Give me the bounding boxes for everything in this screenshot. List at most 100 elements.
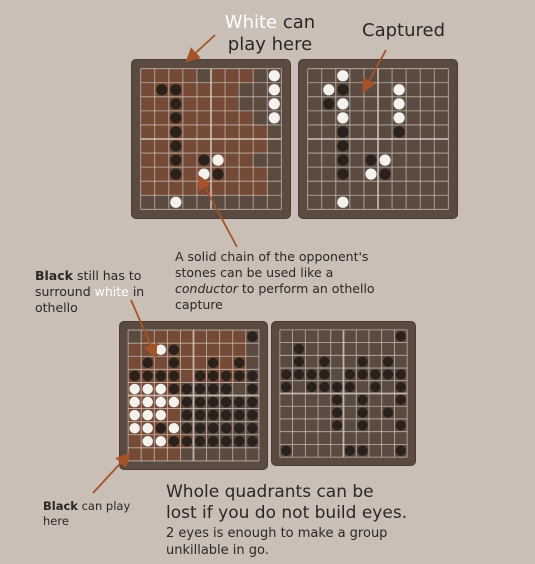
conductor-word: conductor xyxy=(175,281,238,296)
territory-cell xyxy=(182,68,197,83)
black-stone xyxy=(382,356,394,367)
white-stone xyxy=(155,436,167,447)
black-stone xyxy=(337,126,349,138)
territory-cell xyxy=(225,110,240,125)
black-stone xyxy=(357,420,368,431)
black-stone xyxy=(168,436,180,447)
black-stone xyxy=(170,98,182,110)
black-stone xyxy=(306,369,317,380)
black-stone xyxy=(293,369,305,380)
white-stone xyxy=(393,98,405,110)
territory-cell xyxy=(154,153,169,168)
territory-cell xyxy=(182,139,197,154)
territory-cell xyxy=(154,447,168,461)
black-stone xyxy=(395,420,406,431)
territory-cell xyxy=(225,181,240,196)
black-stone xyxy=(142,357,153,369)
black-stone xyxy=(247,436,258,447)
quadrants-line1: Whole quadrants can be xyxy=(166,482,374,502)
territory-cell xyxy=(253,139,268,154)
territory-cell xyxy=(140,110,155,125)
black-stone xyxy=(194,396,206,408)
in-word: in xyxy=(128,284,145,299)
territory-cell xyxy=(182,124,197,139)
black-stone xyxy=(382,369,394,380)
board-top-left-grid xyxy=(140,68,282,210)
black-stone xyxy=(220,383,232,395)
territory-cell xyxy=(225,153,240,168)
black-still-line2: surround white in xyxy=(35,284,175,300)
black-stone xyxy=(168,383,180,395)
black-stone xyxy=(181,383,193,395)
territory-cell xyxy=(180,330,194,344)
territory-cell xyxy=(154,181,169,196)
territory-cell xyxy=(180,343,194,357)
black-stone xyxy=(395,394,406,405)
white-stone xyxy=(212,154,224,166)
black-stone xyxy=(194,409,206,421)
black-stone xyxy=(357,394,368,405)
black-stone xyxy=(220,396,232,408)
black-stone xyxy=(293,356,305,367)
territory-cell xyxy=(140,68,155,83)
territory-cell xyxy=(253,181,268,196)
black-stone xyxy=(357,407,368,418)
black-stone xyxy=(170,140,182,152)
black-stone xyxy=(344,382,355,393)
black-stone xyxy=(323,98,335,110)
territory-cell xyxy=(211,181,226,196)
black-stone xyxy=(212,168,224,180)
white-stone xyxy=(129,396,140,408)
territory-cell xyxy=(232,330,246,344)
territory-cell xyxy=(182,110,197,125)
board-top-left xyxy=(132,60,290,218)
black-stone xyxy=(357,369,368,380)
territory-cell xyxy=(211,82,226,97)
label-captured: Captured xyxy=(362,20,445,41)
black-stone xyxy=(170,126,182,138)
white-stone xyxy=(379,154,391,166)
territory-cell xyxy=(128,434,142,448)
black-stone xyxy=(293,343,305,355)
territory-cell xyxy=(239,139,254,154)
territory-cell xyxy=(239,153,254,168)
black-stone xyxy=(220,422,232,434)
territory-cell xyxy=(239,68,254,83)
black-word-2: Black xyxy=(43,499,78,513)
black-stone xyxy=(170,112,182,124)
territory-cell xyxy=(154,139,169,154)
board-bottom-left-grid xyxy=(127,329,260,462)
territory-cell xyxy=(196,124,211,139)
quadrants-line2: lost if you do not build eyes. xyxy=(166,503,408,523)
black-stone xyxy=(170,168,182,180)
conductor-line1: A solid chain of the opponent's xyxy=(175,249,369,264)
black-stone xyxy=(194,422,206,434)
territory-cell xyxy=(196,96,211,111)
can-play-rest: can play xyxy=(77,499,131,513)
black-stone xyxy=(337,140,349,152)
black-still-line3: othello xyxy=(35,300,78,315)
black-stone xyxy=(337,84,349,96)
black-stone xyxy=(220,409,232,421)
territory-cell xyxy=(182,82,197,97)
black-stone xyxy=(234,422,245,434)
territory-cell xyxy=(239,167,254,182)
black-stone xyxy=(207,436,219,447)
territory-cell xyxy=(219,330,233,344)
black-stone xyxy=(247,409,258,421)
black-stone xyxy=(234,357,245,369)
black-stone xyxy=(344,445,355,456)
territory-cell xyxy=(182,153,197,168)
territory-cell xyxy=(167,330,181,344)
black-stone xyxy=(156,84,168,96)
territory-cell xyxy=(140,167,155,182)
black-stone xyxy=(181,422,193,434)
black-stone xyxy=(247,383,258,395)
black-stone xyxy=(337,154,349,166)
black-can-play-line1: Black can play xyxy=(43,499,163,514)
black-stone xyxy=(234,396,245,408)
black-stone xyxy=(365,154,377,166)
black-stone xyxy=(155,370,167,382)
black-stone xyxy=(379,168,391,180)
territory-cell xyxy=(206,330,220,344)
